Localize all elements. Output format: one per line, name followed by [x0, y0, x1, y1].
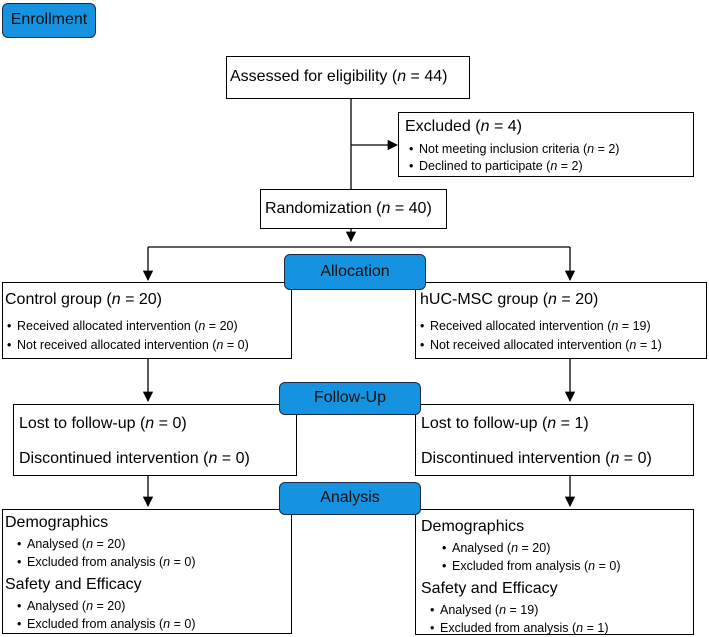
analysis-text: Analysis [320, 489, 380, 506]
control-lost-text: Lost to follow-up (n = 0) [19, 415, 187, 432]
control-followup-box: Lost to follow-up (n = 0) Discontinued i… [13, 404, 297, 476]
huc-lost-text: Lost to follow-up (n = 1) [421, 415, 589, 432]
control-discontinued-text: Discontinued intervention (n = 0) [19, 450, 250, 467]
assessed-box: Assessed for eligibility (n = 44) [226, 56, 470, 99]
huc-demo-excluded: Excluded from analysis (n = 0) [442, 559, 620, 573]
control-demo-excluded: Excluded from analysis (n = 0) [17, 555, 195, 569]
followup-stage-label: Follow-Up [279, 382, 421, 415]
huc-group-title: hUC-MSC group (n = 20) [420, 291, 599, 308]
huc-demographics-title: Demographics [421, 518, 525, 535]
assessed-text: Assessed for eligibility (n = 44) [230, 68, 448, 85]
allocation-text: Allocation [320, 263, 390, 280]
huc-demo-analysed: Analysed (n = 20) [442, 541, 550, 555]
excluded-title: Excluded (n = 4) [405, 118, 522, 135]
allocation-stage-label: Allocation [284, 254, 426, 290]
huc-safety-title: Safety and Efficacy [421, 580, 558, 597]
excluded-reason-1: Not meeting inclusion criteria (n = 2) [409, 142, 619, 156]
control-analysis-box: Demographics Analysed (n = 20) Excluded … [2, 509, 292, 634]
control-received: Received allocated intervention (n = 20) [7, 319, 238, 333]
excluded-reason-2: Declined to participate (n = 2) [409, 159, 583, 173]
huc-received: Received allocated intervention (n = 19) [420, 319, 651, 333]
control-safety-title: Safety and Efficacy [5, 576, 142, 593]
huc-safety-excluded: Excluded from analysis (n = 1) [430, 621, 608, 635]
control-allocation-box: Control group (n = 20) Received allocate… [2, 282, 292, 359]
analysis-stage-label: Analysis [279, 482, 421, 515]
excluded-box: Excluded (n = 4) Not meeting inclusion c… [398, 112, 694, 177]
randomization-box: Randomization (n = 40) [260, 189, 447, 229]
enrollment-text: Enrollment [10, 11, 88, 28]
randomization-text: Randomization (n = 40) [265, 200, 432, 217]
control-group-title: Control group (n = 20) [5, 291, 162, 308]
control-safety-excluded: Excluded from analysis (n = 0) [17, 617, 195, 631]
huc-analysis-box: Demographics Analysed (n = 20) Excluded … [415, 509, 694, 635]
control-demo-analysed: Analysed (n = 20) [17, 537, 125, 551]
followup-text: Follow-Up [313, 389, 386, 406]
control-not-received: Not received allocated intervention (n =… [7, 338, 249, 352]
huc-allocation-box: hUC-MSC group (n = 20) Received allocate… [415, 282, 707, 359]
control-demographics-title: Demographics [5, 514, 109, 531]
huc-discontinued-text: Discontinued intervention (n = 0) [421, 450, 652, 467]
control-safety-analysed: Analysed (n = 20) [17, 599, 125, 613]
huc-not-received: Not received allocated intervention (n =… [420, 338, 662, 352]
huc-followup-box: Lost to follow-up (n = 1) Discontinued i… [415, 404, 694, 476]
enrollment-stage-label: Enrollment [2, 3, 96, 38]
huc-safety-analysed: Analysed (n = 19) [430, 603, 538, 617]
